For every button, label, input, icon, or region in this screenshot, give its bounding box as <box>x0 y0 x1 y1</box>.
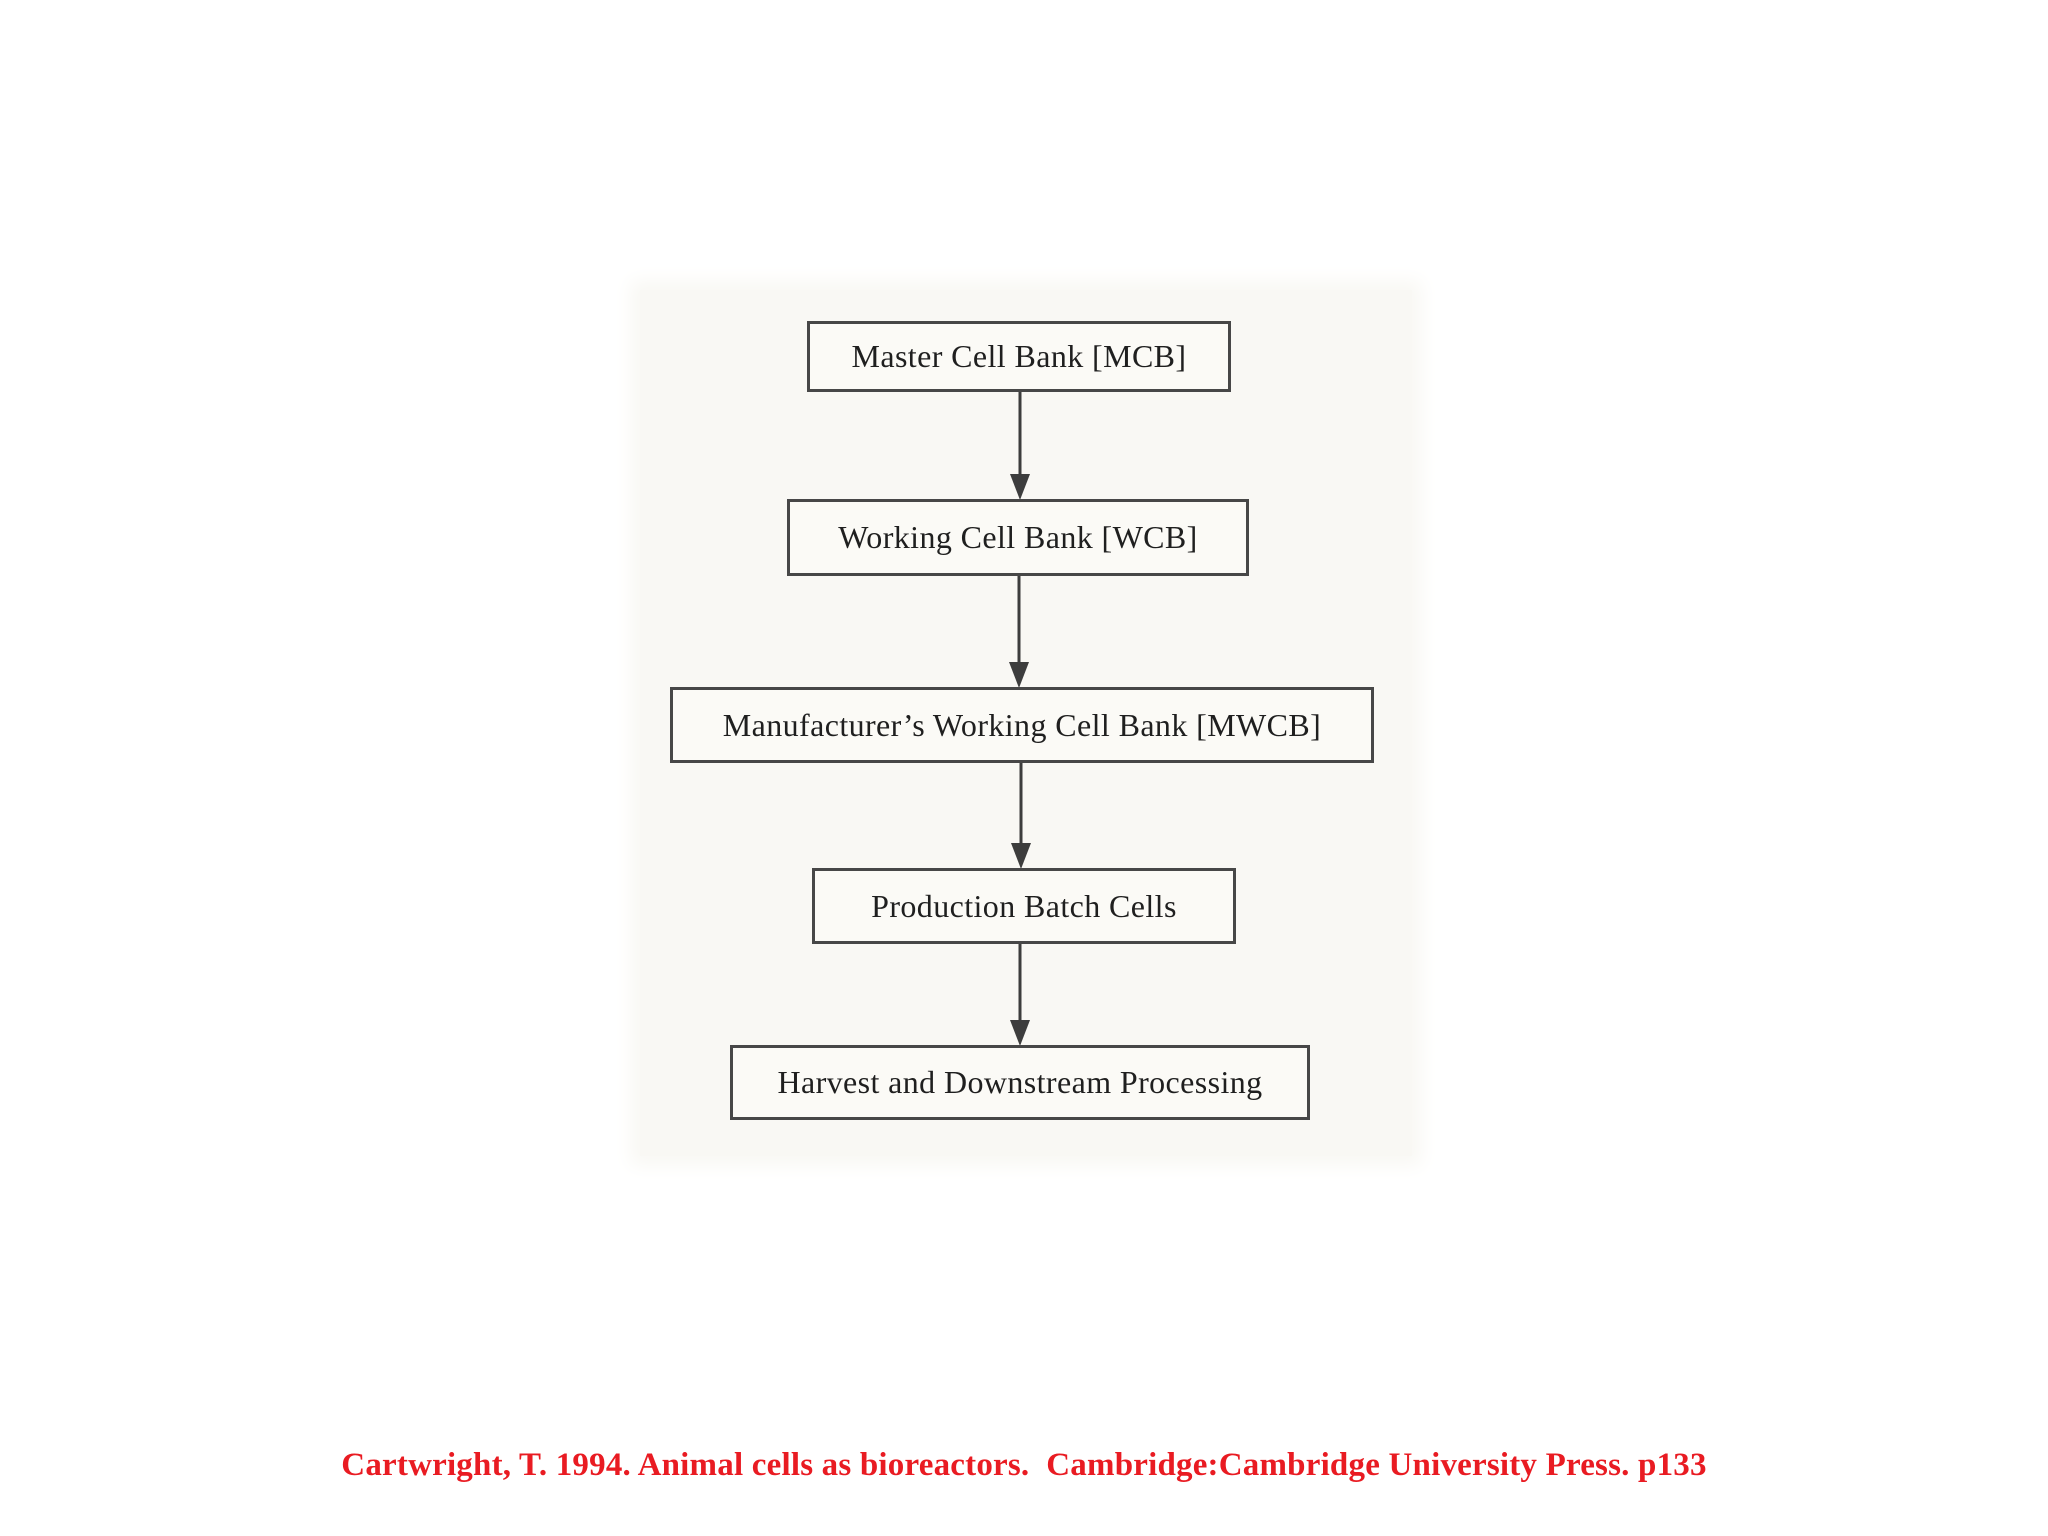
citation-text: Cartwright, T. 1994. Animal cells as bio… <box>341 1447 1707 1483</box>
arrow-down-icon <box>1009 662 1029 688</box>
arrow-down-icon <box>1011 843 1031 869</box>
arrow-stem <box>1018 944 1022 1022</box>
arrow-down-icon <box>1010 474 1030 500</box>
flow-node-label: Manufacturer’s Working Cell Bank [MWCB] <box>722 706 1322 743</box>
flow-node-working-cell-bank: Working Cell Bank [WCB] <box>787 499 1249 576</box>
flow-node-manufacturers-working-cell-bank: Manufacturer’s Working Cell Bank [MWCB] <box>670 687 1374 763</box>
arrow-stem <box>1018 392 1022 476</box>
flow-node-harvest-downstream-processing: Harvest and Downstream Processing <box>730 1045 1310 1120</box>
flow-node-master-cell-bank: Master Cell Bank [MCB] <box>807 321 1231 392</box>
flow-node-label: Master Cell Bank [MCB] <box>851 338 1187 374</box>
arrow-stem <box>1019 763 1023 845</box>
flow-node-production-batch-cells: Production Batch Cells <box>812 868 1236 944</box>
flow-node-label: Harvest and Downstream Processing <box>777 1064 1263 1100</box>
arrow-stem <box>1017 576 1021 664</box>
flow-arrow-wcb-to-mwcb <box>1009 576 1029 688</box>
flow-node-label: Working Cell Bank [WCB] <box>838 519 1198 555</box>
flow-arrow-mwcb-to-production <box>1011 763 1031 869</box>
flow-node-label: Production Batch Cells <box>871 887 1177 924</box>
flow-arrow-mcb-to-wcb <box>1010 392 1030 500</box>
arrow-down-icon <box>1010 1020 1030 1046</box>
flow-arrow-production-to-harvest <box>1010 944 1030 1046</box>
